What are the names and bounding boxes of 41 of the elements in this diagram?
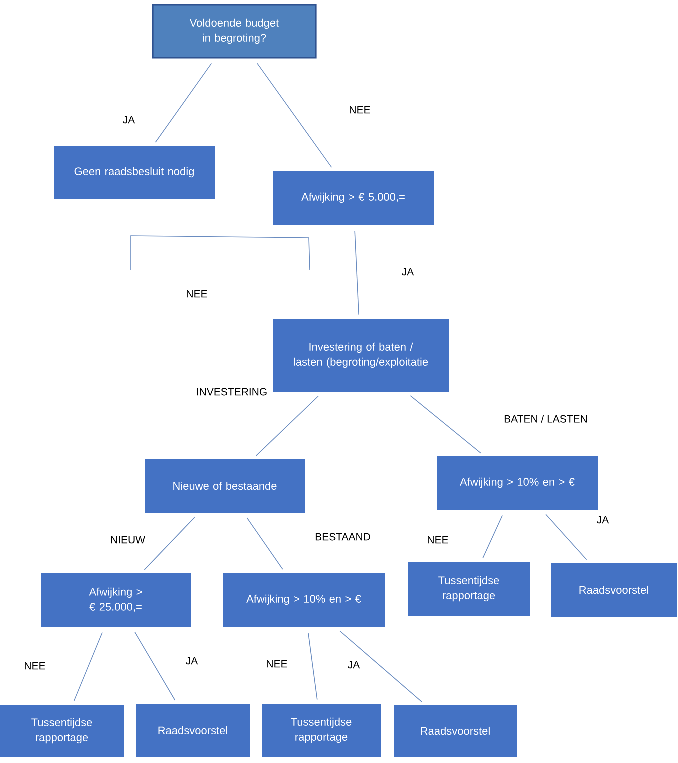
edge-label: BATEN / LASTEN (503, 414, 589, 424)
connector-line (74, 632, 103, 702)
edge-label: BESTAAND (314, 532, 372, 542)
edge-label: JA (346, 660, 362, 670)
decision-box: Afwijking > 10% en > € (437, 456, 598, 510)
connector-line (546, 514, 588, 560)
connector-line (308, 632, 318, 700)
outcome-box: Raadsvoorstel (394, 705, 517, 757)
edge-label: NEE (23, 661, 47, 671)
outcome-box: Tussentijdse rapportage (408, 562, 530, 616)
outcome-box: Tussentijdse rapportage (262, 704, 381, 757)
decision-box: Afwijking > € 5.000,= (273, 171, 434, 225)
decision-box: Nieuwe of bestaande (145, 459, 305, 513)
outcome-box: Raadsvoorstel (136, 704, 250, 757)
edge-label: JA (400, 267, 416, 277)
decision-box: Investering of baten / lasten (begroting/exploitatie (273, 319, 449, 392)
connector-line (410, 396, 482, 454)
branch-label: NEE (187, 290, 208, 298)
edge-label: NEE (265, 659, 289, 669)
outcome-box: Tussentijdse rapportage (0, 705, 124, 757)
connector-line (144, 517, 196, 570)
connector-line (155, 63, 212, 143)
outcome-box: Geen raadsbesluit nodig (54, 146, 215, 199)
connector-line (256, 396, 319, 456)
connector-line (246, 518, 284, 570)
edge-label: NIEUW (110, 535, 146, 545)
decision-box: Afwijking > € 25.000,= (41, 573, 191, 627)
connector-line (354, 230, 360, 316)
outcome-box: Raadsvoorstel (551, 563, 677, 617)
edge-label: JA (184, 656, 200, 666)
decision-box: Voldoende budget in begroting? (152, 4, 317, 59)
edge-label: INVESTERING (195, 387, 269, 397)
edge-label: JA (122, 115, 136, 125)
edge-label: JA (596, 515, 610, 525)
connector-line (134, 632, 176, 701)
connector-line (482, 515, 503, 559)
connector-line (257, 63, 332, 168)
connector-line (340, 630, 423, 703)
decision-box: Afwijking > 10% en > € (223, 573, 385, 627)
edge-label: NEE (426, 535, 450, 545)
edge-label: NEE (348, 105, 372, 115)
